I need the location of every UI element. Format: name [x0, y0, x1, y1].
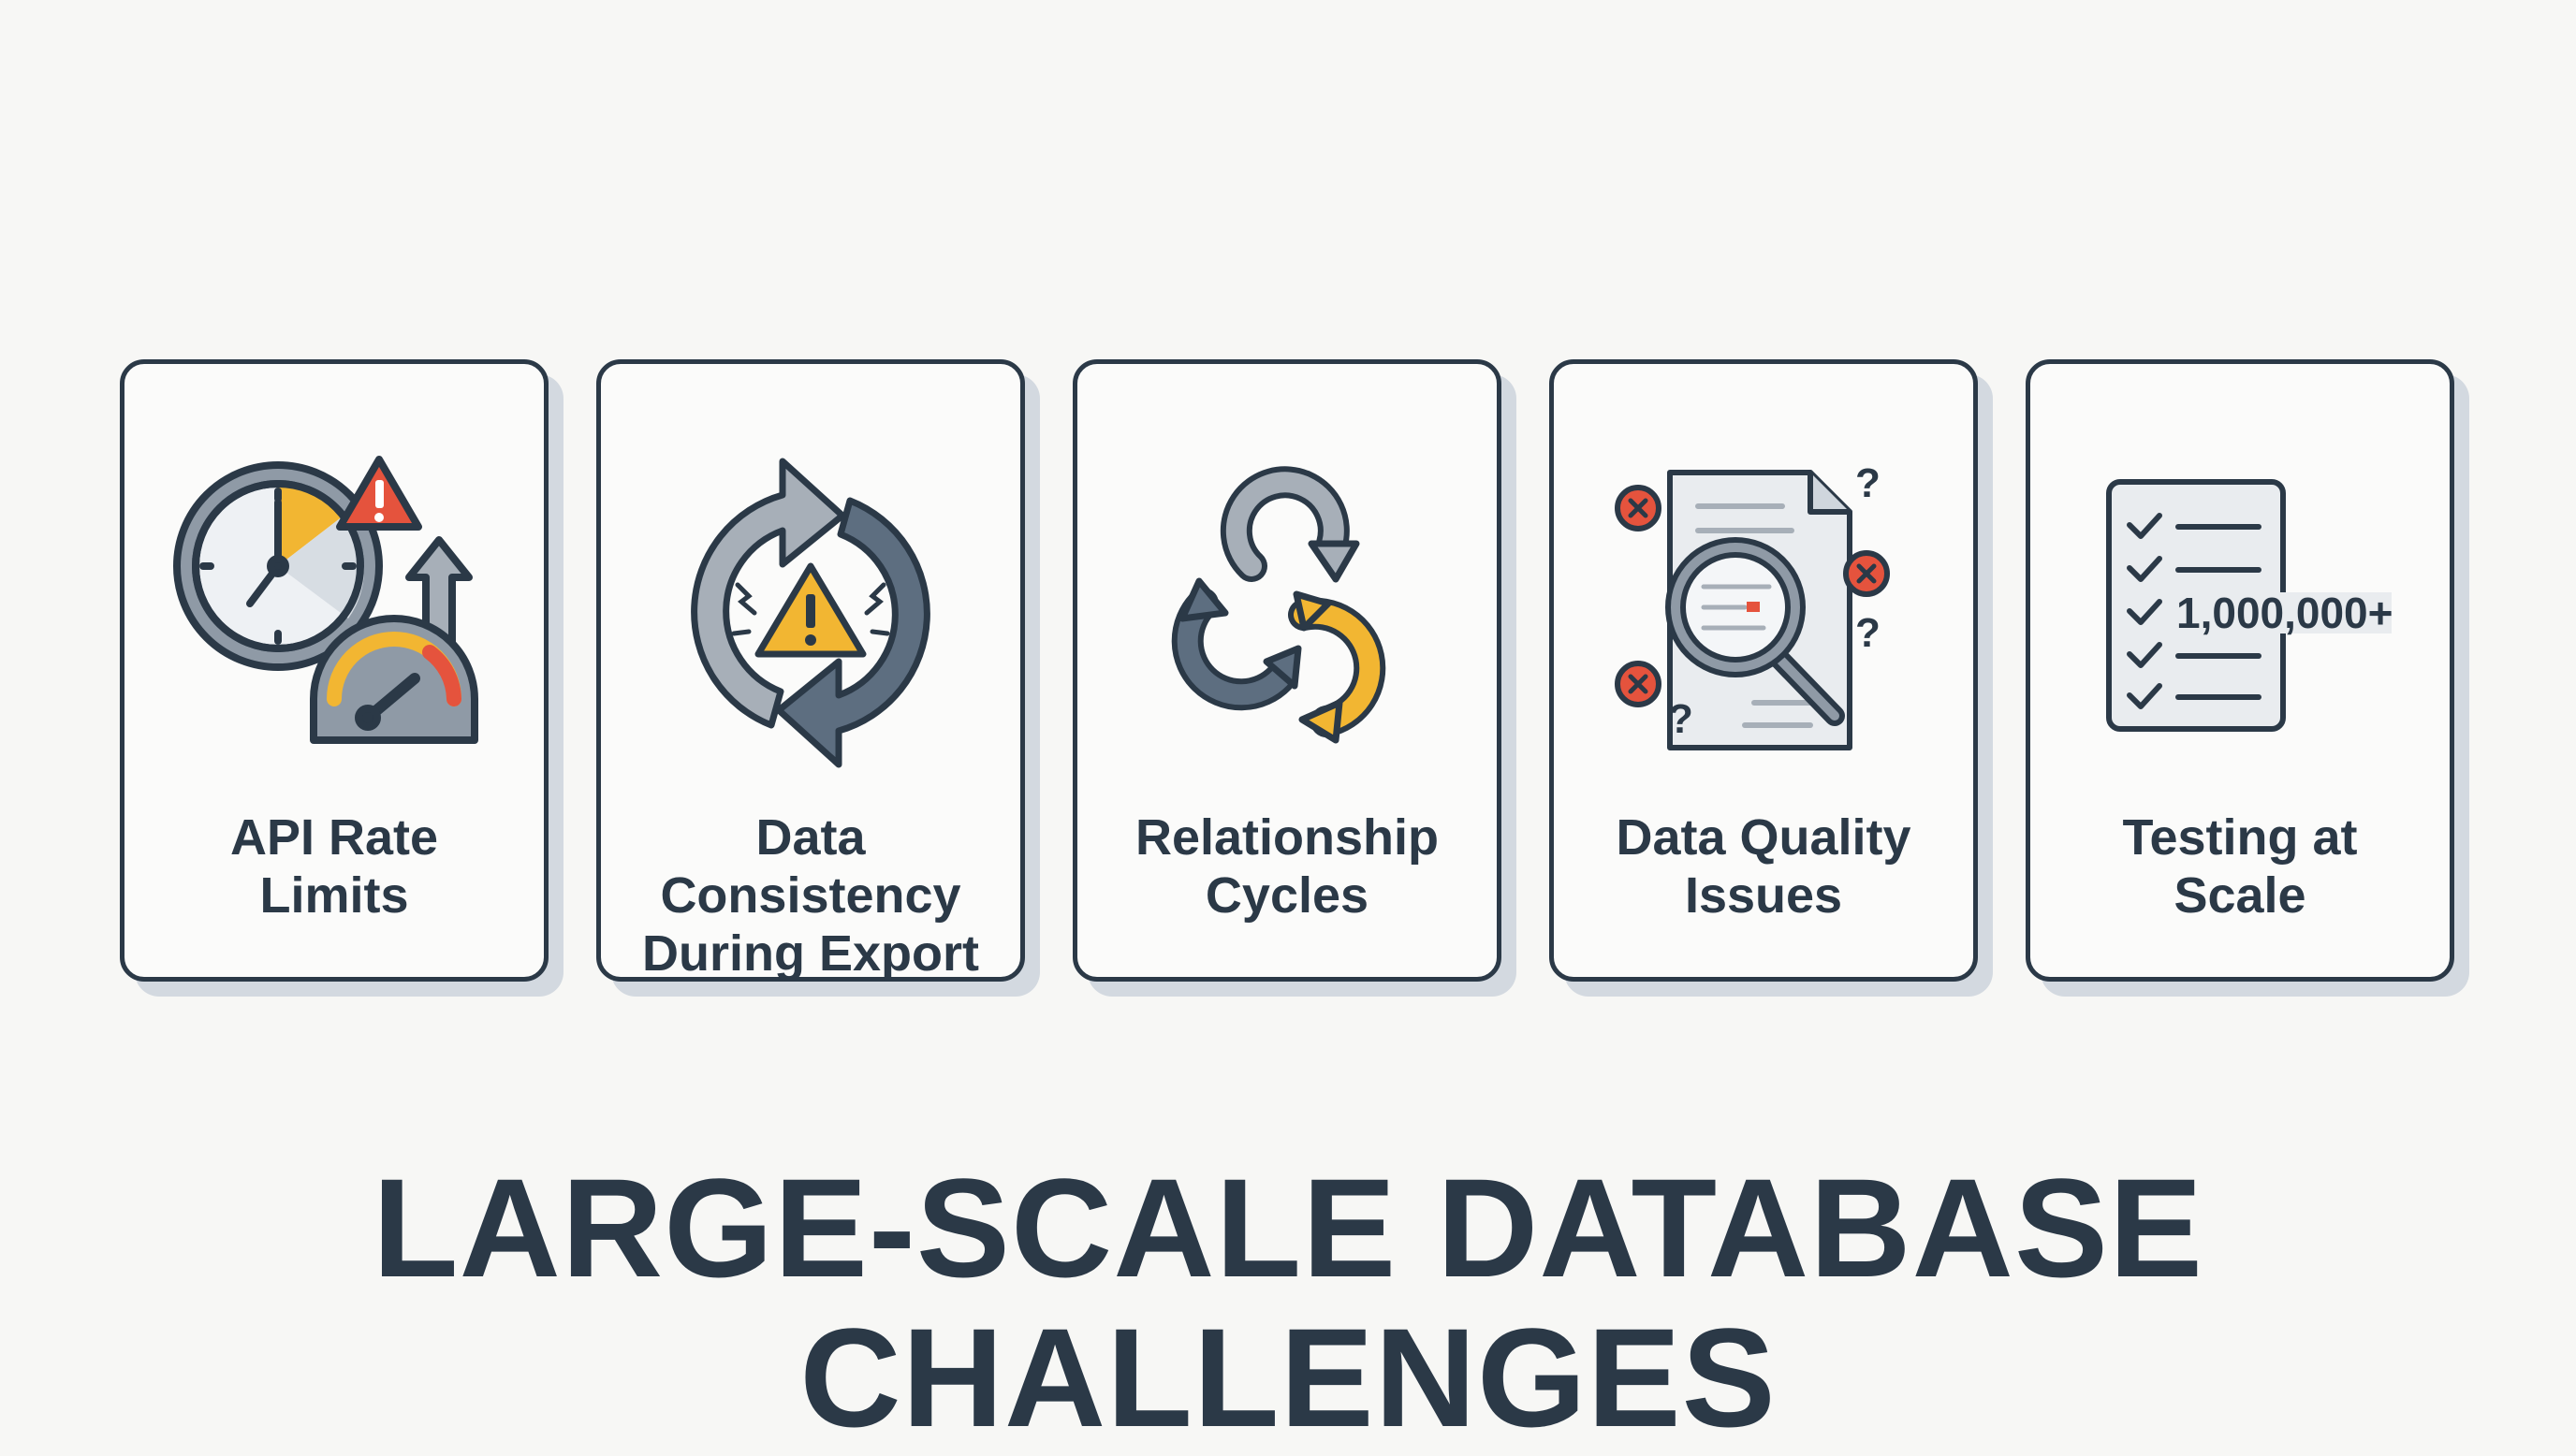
- page-title: LARGE-SCALE DATABASE CHALLENGES: [372, 1149, 2204, 1456]
- sync-arrows-warning-icon: [691, 458, 930, 768]
- checklist-icon: 1,000,000+: [2106, 479, 2393, 732]
- checklist-count-text: 1,000,000+: [2176, 589, 2393, 637]
- document-magnifier-errors-icon: ? ? ?: [1615, 460, 1890, 750]
- svg-text:?: ?: [1668, 696, 1693, 742]
- svg-text:?: ?: [1855, 610, 1881, 656]
- stopwatch-speedometer-warning-icon: [173, 456, 478, 744]
- circular-arrows-icon: [1171, 466, 1386, 744]
- svg-text:?: ?: [1855, 460, 1881, 506]
